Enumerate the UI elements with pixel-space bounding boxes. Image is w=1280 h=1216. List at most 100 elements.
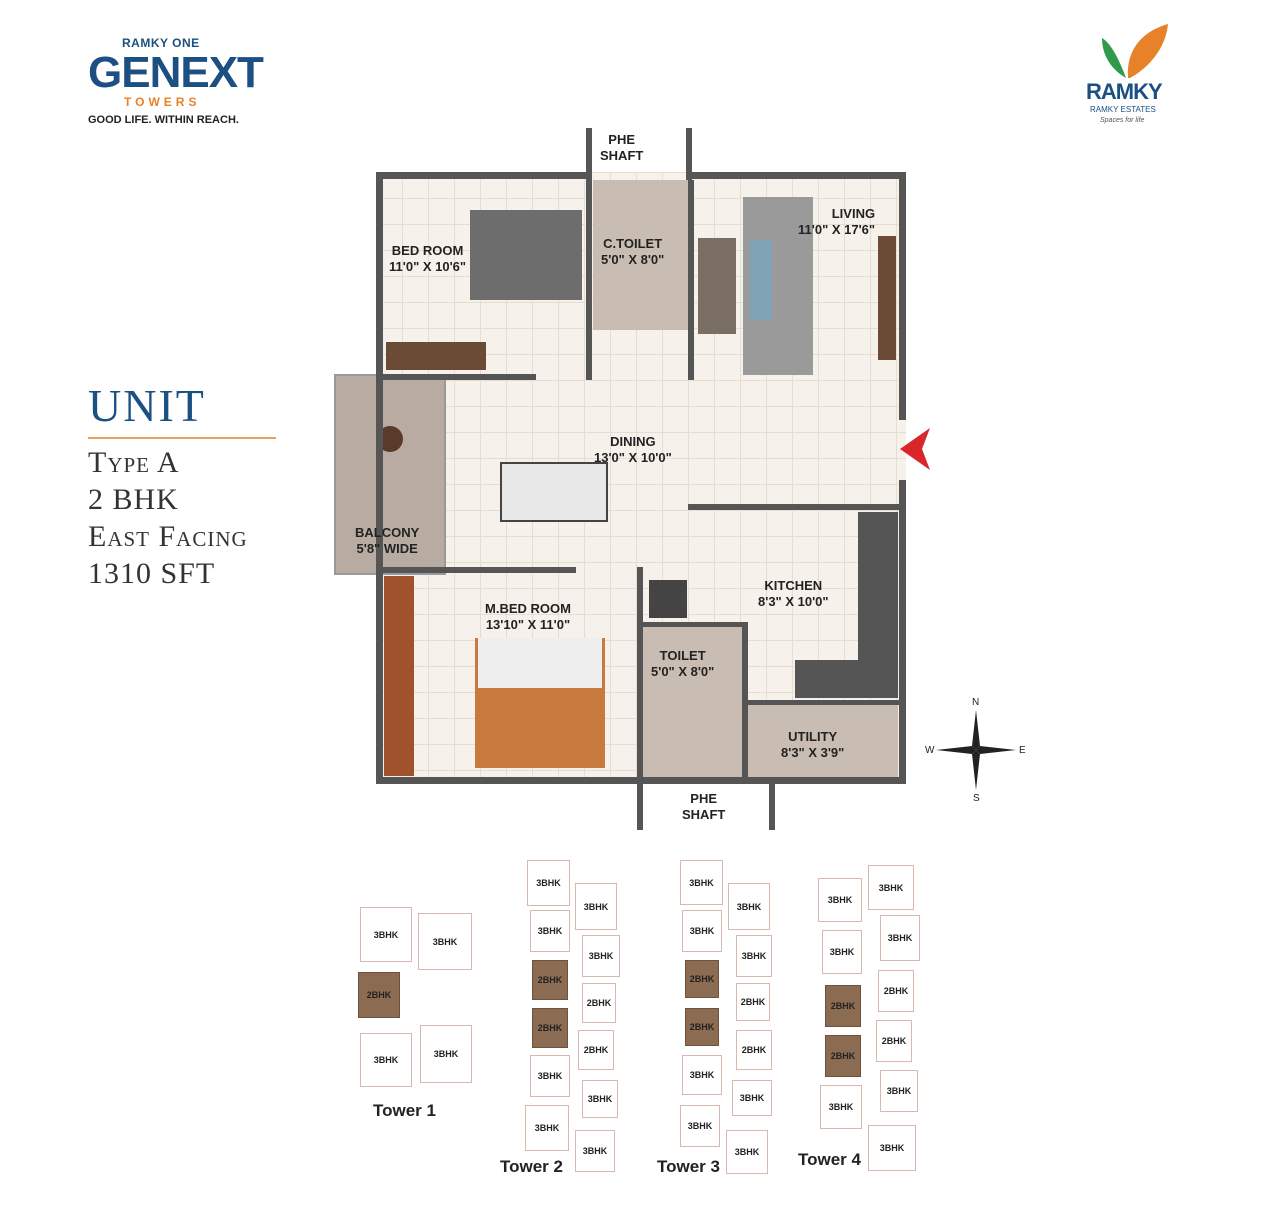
tower-unit: 3BHK — [530, 1055, 570, 1097]
logo-genext: GENEXT — [88, 51, 264, 95]
wardrobe — [386, 342, 486, 370]
developer-tagline: Spaces for life — [1100, 117, 1145, 124]
tower-unit: 3BHK — [575, 883, 617, 930]
tower-label: Tower 1 — [373, 1101, 436, 1120]
wall — [586, 128, 592, 180]
tower-unit: 3BHK — [360, 907, 412, 962]
divider — [88, 437, 276, 439]
wall — [376, 172, 592, 179]
wall — [637, 622, 747, 627]
compass-rose-icon — [936, 710, 1016, 790]
tower-unit: 2BHK — [532, 960, 568, 1000]
bed — [470, 210, 582, 300]
tower-unit: 2BHK — [876, 1020, 912, 1062]
master-bed-pillows — [478, 638, 602, 688]
tower-label: Tower 2 — [500, 1157, 563, 1176]
kitchen-counter — [858, 512, 898, 698]
tower-unit: 3BHK — [682, 1055, 722, 1095]
unit-type: Type A — [88, 446, 180, 479]
tower-unit: 2BHK — [685, 960, 719, 998]
tower-unit: 3BHK — [822, 930, 862, 974]
tower-unit: 2BHK — [736, 1030, 772, 1070]
tower-unit: 3BHK — [682, 910, 722, 952]
tower-unit: 2BHK — [825, 985, 861, 1027]
tower-unit: 3BHK — [880, 1070, 918, 1112]
tower-unit: 3BHK — [582, 1080, 618, 1118]
logo-tagline: GOOD LIFE. WITHIN REACH. — [88, 114, 239, 126]
study-desk — [384, 576, 414, 776]
tower-unit: 3BHK — [680, 860, 723, 905]
logo-ramky-one: RAMKY ONE — [122, 36, 200, 50]
unit-facing: East Facing — [88, 520, 248, 553]
tower-unit: 3BHK — [820, 1085, 862, 1129]
entrance-arrow-icon — [900, 428, 930, 470]
leaf-icon — [1102, 24, 1168, 78]
wall — [688, 180, 694, 380]
tower-unit: 2BHK — [578, 1030, 614, 1070]
tower-label: Tower 3 — [657, 1157, 720, 1176]
tower-unit: 3BHK — [582, 935, 620, 977]
tower-label: Tower 4 — [798, 1150, 861, 1169]
tower-unit: 3BHK — [575, 1130, 615, 1172]
logo-gen: GEN — [88, 48, 181, 97]
wall — [637, 567, 643, 784]
wall — [899, 480, 906, 784]
compass-east: E — [1019, 745, 1026, 756]
tower-unit: 3BHK — [818, 878, 862, 922]
tower-unit: 2BHK — [685, 1008, 719, 1046]
tower-unit: 3BHK — [736, 935, 772, 977]
unit-area: 1310 SFT — [88, 557, 216, 590]
dining-table — [500, 462, 608, 522]
tower-unit: 3BHK — [360, 1033, 412, 1087]
developer-name: RAMKY ESTATES — [1090, 105, 1156, 114]
unit-title: UNIT — [88, 380, 206, 431]
tower-unit: 3BHK — [525, 1105, 569, 1151]
wall — [586, 180, 592, 380]
coffee-table — [750, 240, 772, 320]
tower-unit: 2BHK — [582, 983, 616, 1023]
ctoilet-area — [593, 180, 689, 330]
compass-west: W — [925, 745, 935, 756]
tower-unit: 3BHK — [527, 860, 570, 906]
tower-unit: 3BHK — [418, 913, 472, 970]
wall — [637, 784, 643, 830]
wall — [899, 172, 906, 420]
wall — [769, 784, 775, 830]
wall — [376, 567, 576, 573]
tower-unit: 3BHK — [726, 1130, 768, 1174]
utility-area — [748, 702, 898, 778]
wall — [688, 504, 900, 510]
tower-unit: 2BHK — [736, 983, 770, 1021]
compass-south: S — [973, 793, 980, 804]
tower-unit: 3BHK — [868, 865, 914, 910]
toilet-area — [643, 625, 745, 778]
wall — [376, 172, 383, 784]
tower-unit: 3BHK — [880, 915, 920, 961]
fridge — [649, 580, 687, 618]
tower-unit: 3BHK — [732, 1080, 772, 1116]
logo-ext: EXT — [180, 48, 264, 97]
tower-unit: 3BHK — [680, 1105, 720, 1147]
wall — [742, 700, 900, 705]
kitchen-counter-sink — [795, 660, 858, 698]
tower-unit: 2BHK — [358, 972, 400, 1018]
tv-unit — [878, 236, 896, 360]
wall — [376, 374, 536, 380]
tower-unit: 3BHK — [420, 1025, 472, 1083]
tower-unit: 2BHK — [532, 1008, 568, 1048]
developer-wordmark: RAMKY — [1086, 79, 1163, 104]
tower-unit: 2BHK — [825, 1035, 861, 1077]
tower-unit: 3BHK — [868, 1125, 916, 1171]
logo-towers: TOWERS — [124, 95, 201, 109]
wall — [686, 128, 692, 180]
